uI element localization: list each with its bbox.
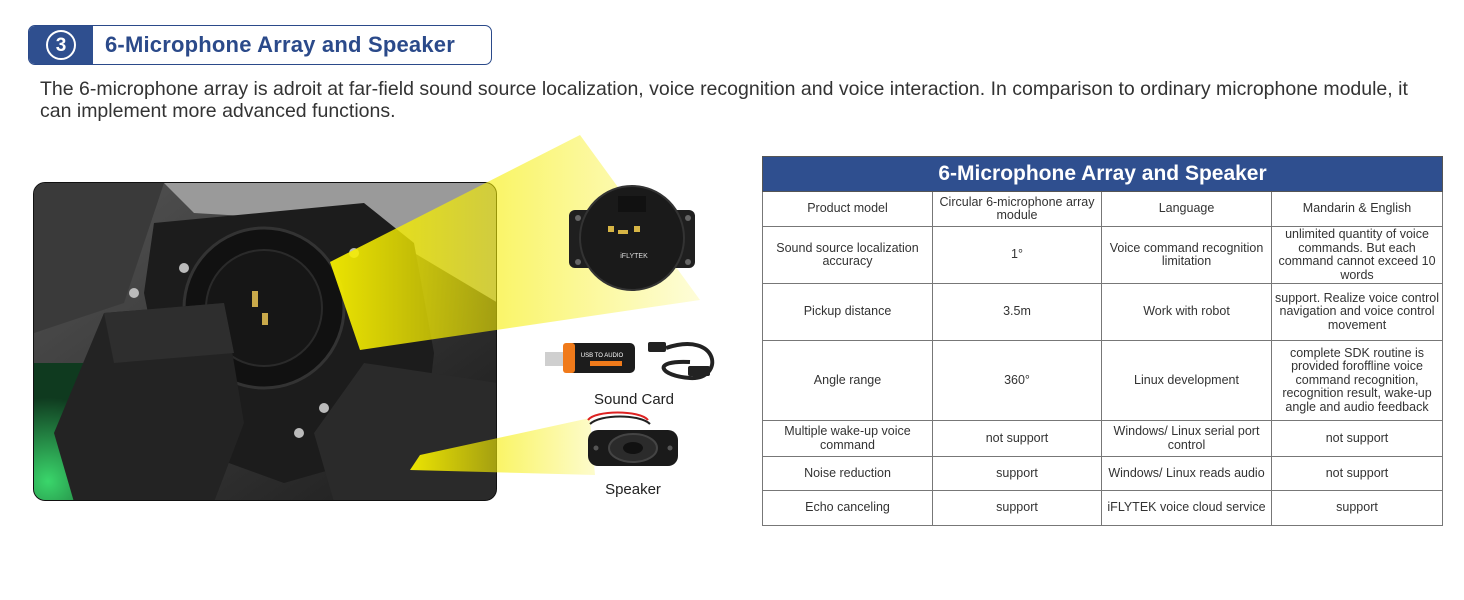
table-cell: Work with robot — [1101, 283, 1272, 341]
table-cell: Voice command recognition limitation — [1101, 226, 1272, 284]
section-number: 3 — [46, 30, 76, 60]
table-row: Multiple wake-up voice command not suppo… — [762, 420, 1444, 457]
table-cell: support. Realize voice control navigatio… — [1270, 283, 1444, 341]
sound-card-caption: Sound Card — [593, 391, 675, 408]
table-cell: Pickup distance — [762, 283, 933, 341]
table-cell: 1° — [932, 226, 1102, 284]
table-cell: not support — [932, 420, 1102, 457]
spec-table-header-row: 6-Microphone Array and Speaker — [761, 156, 1444, 192]
table-row: Sound source localization accuracy 1° Vo… — [762, 226, 1444, 284]
table-cell: Sound source localization accuracy — [762, 226, 933, 284]
table-cell: not support — [1270, 420, 1444, 457]
table-row: Noise reduction support Windows/ Linux r… — [762, 456, 1444, 491]
mic-logo-text: iFLYTEK — [620, 253, 648, 260]
section-number-badge: 3 — [29, 26, 93, 64]
speaker-image — [587, 411, 678, 466]
table-cell: Mandarin & English — [1270, 191, 1444, 227]
spec-table: 6-Microphone Array and Speaker Product m… — [761, 156, 1444, 526]
table-cell: Windows/ Linux serial port control — [1101, 420, 1272, 457]
table-row: Angle range 360° Linux development compl… — [762, 340, 1444, 421]
table-cell: complete SDK routine is provided foroffl… — [1270, 340, 1444, 421]
table-cell: Echo canceling — [762, 490, 933, 526]
table-cell: iFLYTEK voice cloud service — [1101, 490, 1272, 526]
table-cell: Linux development — [1101, 340, 1272, 421]
table-cell: support — [1270, 490, 1444, 526]
table-cell: Angle range — [762, 340, 933, 421]
table-cell: Noise reduction — [762, 456, 933, 491]
table-cell: support — [932, 456, 1102, 491]
robot-closeup-photo — [33, 182, 497, 501]
table-cell: Circular 6-microphone array module — [932, 191, 1102, 227]
table-cell: 3.5m — [932, 283, 1102, 341]
usb-cable-image — [648, 342, 715, 381]
table-cell: Windows/ Linux reads audio — [1101, 456, 1272, 491]
section-title: 6-Microphone Array and Speaker — [105, 32, 455, 57]
table-cell: Multiple wake-up voice command — [762, 420, 933, 457]
table-cell: support — [932, 490, 1102, 526]
usb-sound-card-image: USB TO AUDIO — [545, 343, 635, 373]
table-cell: Language — [1101, 191, 1272, 227]
usb-dongle-text: USB TO AUDIO — [581, 353, 624, 359]
spec-table-title: 6-Microphone Array and Speaker — [761, 156, 1444, 192]
table-row: Pickup distance 3.5m Work with robot sup… — [762, 283, 1444, 341]
table-cell: not support — [1270, 456, 1444, 491]
mic-array-module-image: iFLYTEK — [569, 185, 695, 291]
intro-paragraph: The 6-microphone array is adroit at far-… — [40, 78, 1408, 122]
table-cell: 360° — [932, 340, 1102, 421]
table-row: Echo canceling support iFLYTEK voice clo… — [762, 490, 1444, 526]
speaker-caption: Speaker — [605, 481, 661, 498]
table-cell: Product model — [762, 191, 933, 227]
robot-illustration — [34, 183, 496, 500]
table-cell: unlimited quantity of voice commands. Bu… — [1270, 226, 1444, 284]
table-row: Product model Circular 6-microphone arra… — [762, 191, 1444, 227]
section-header: 3 6-Microphone Array and Speaker — [28, 25, 492, 65]
